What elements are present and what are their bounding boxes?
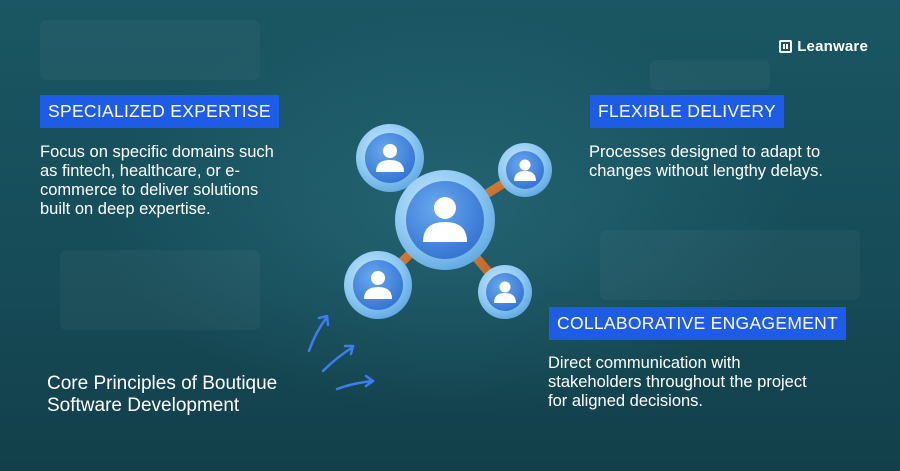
description-line: stakeholders throughout the project [548,373,807,391]
description-line: changes without lengthy delays. [589,162,823,180]
brand-name: Leanware [797,38,868,55]
arrow-icon [307,314,330,353]
user-icon [514,159,536,181]
title-line: Core Principles of Boutique [47,373,278,394]
brand-logo: Leanware [779,38,868,55]
background-shape [60,250,260,330]
title-line: Software Development [47,395,240,416]
description-line: as fintech, healthcare, or e- [40,162,240,180]
specialized-expertise-description: Focus on specific domains such as fintec… [40,143,330,219]
user-icon [376,144,404,172]
user-node [344,251,412,319]
arrow-group [307,314,375,391]
user-node-central [395,170,495,270]
collaborative-engagement-heading: COLLABORATIVE ENGAGEMENT [549,307,847,340]
background-shape [650,60,770,90]
user-node [478,265,532,319]
background-shape [40,20,260,80]
arrow-icon [321,344,355,373]
description-line: commerce to deliver solutions [40,181,259,199]
description-line: built on deep expertise. [40,200,211,218]
description-line: Direct communication with [548,354,741,372]
background-shape [600,230,860,300]
description-line: Processes designed to adapt to [589,143,821,161]
user-node [356,124,424,192]
user-icon [423,197,467,242]
flexible-delivery-description: Processes designed to adapt to changes w… [589,143,879,181]
specialized-expertise-heading: SPECIALIZED EXPERTISE [40,95,279,128]
flexible-delivery-heading: FLEXIBLE DELIVERY [590,95,784,128]
arrow-icon [335,374,375,391]
leanware-logo-icon [779,40,793,53]
page-title: Core Principles of Boutique Software Dev… [47,373,337,417]
user-node [498,143,552,197]
user-icon [494,281,516,303]
user-network-icon [344,124,552,319]
collaborative-engagement-description: Direct communication with stakeholders t… [548,354,878,411]
description-line: for aligned decisions. [548,392,704,410]
description-line: Focus on specific domains such [40,143,274,161]
user-icon [364,271,392,299]
